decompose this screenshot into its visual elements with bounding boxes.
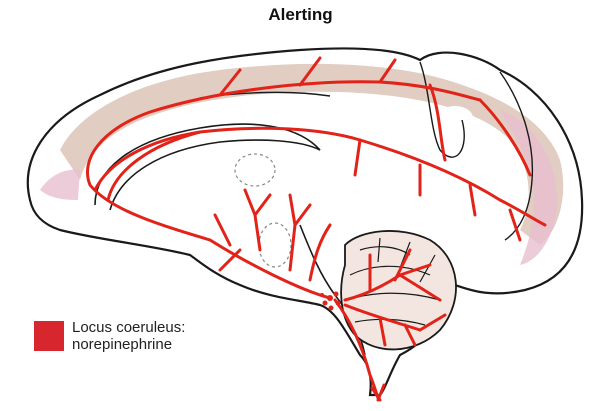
norepinephrine-projections — [86, 56, 547, 402]
legend: Locus coeruleus: norepinephrine — [34, 319, 185, 353]
cerebellum — [340, 230, 457, 351]
legend-label-line2: norepinephrine — [72, 336, 173, 353]
legend-label-line1: Locus coeruleus: — [72, 319, 186, 336]
thalamus-outline — [234, 153, 276, 187]
legend-label: Locus coeruleus: norepinephrine — [72, 319, 185, 353]
locus-coeruleus-nucleus — [320, 291, 341, 311]
cortex-pink-region — [40, 110, 557, 265]
diagram-title: Alerting — [268, 5, 333, 24]
cortex-gray-matter — [60, 63, 564, 245]
corpus-callosum-outline — [94, 123, 321, 211]
white-matter-islands — [300, 96, 473, 164]
hypothalamus-outline — [258, 222, 292, 268]
brain-outline — [26, 47, 584, 397]
legend-swatch-red — [34, 321, 64, 351]
